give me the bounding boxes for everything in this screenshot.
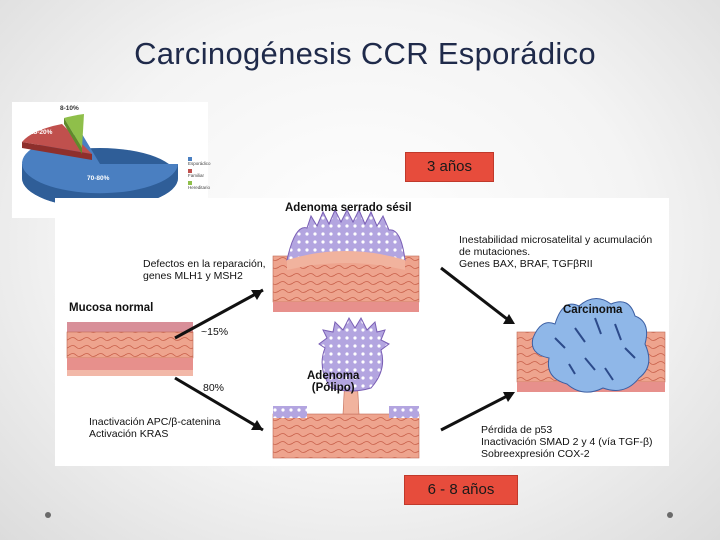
diagram-graphic (66, 208, 666, 459)
serrated-adenoma-illustration (272, 208, 420, 312)
slide-title: Carcinogénesis CCR Esporádico (134, 36, 596, 71)
pie-label-sporadic: 70-80% (87, 175, 110, 182)
label-repair-line2: genes MLH1 y MSH2 (143, 270, 243, 282)
label-repair-defects: Defectos en la reparación,genes MLH1 y M… (143, 258, 266, 282)
decorative-dot-left (45, 512, 51, 518)
carcinoma-illustration (516, 298, 666, 393)
adenoma-polyp-illustration (272, 316, 420, 459)
pie-label-familial: 15-20% (30, 129, 53, 136)
arrow-to-adenoma (174, 376, 264, 432)
label-adenoma-line2: (Pólipo) (311, 382, 355, 394)
pie-chart-graphic (22, 114, 179, 208)
label-instab-line2: de mutaciones. (459, 246, 531, 258)
arrow-serrated-to-carcinoma (440, 266, 512, 324)
legend-text: Esporádico (188, 161, 211, 166)
normal-mucosa-illustration (66, 322, 194, 376)
label-adenoma-line1: Adenoma (307, 370, 360, 382)
label-pct-adenoma: 80% (203, 382, 225, 394)
legend-hereditary: Hereditario (188, 180, 210, 190)
time-badge-bottom: 6 - 8 años (404, 475, 518, 505)
carcinogenesis-diagram: Mucosa normal Adenoma serrado sésil Aden… (55, 198, 669, 466)
legend-familial: Familiar (188, 168, 208, 178)
time-badge-top: 3 años (405, 152, 494, 182)
label-apc-line1: Inactivación APC/β-catenina (89, 416, 221, 428)
label-pct-serrated: ~15% (201, 326, 229, 338)
label-p53-line3: Sobreexpresión COX-2 (481, 448, 590, 460)
legend-text: Hereditario (188, 185, 211, 190)
label-apc-line2: Activación KRAS (89, 428, 169, 440)
pie-slice-hereditary (64, 114, 84, 148)
time-badge-top-text: 3 años (426, 158, 473, 175)
label-serrated-adenoma: Adenoma serrado sésil (285, 202, 412, 214)
pie-slice-familial (22, 124, 92, 154)
pie-chart: 70-80% 15-20% 8-10% Esporádico Familiar … (12, 102, 211, 218)
time-badge-bottom-text: 6 - 8 años (427, 481, 495, 498)
arrow-adenoma-to-carcinoma (440, 392, 512, 432)
legend-swatch (188, 168, 192, 173)
label-instab-line1: Inestabilidad microsatelital y acumulaci… (459, 234, 653, 246)
label-instability: Inestabilidad microsatelital y acumulaci… (459, 234, 652, 270)
label-adenoma: Adenoma(Pólipo) (307, 370, 359, 394)
legend-swatch (188, 180, 192, 185)
legend-swatch (188, 156, 192, 161)
arrow-to-serrated (174, 288, 264, 340)
arrows (174, 266, 515, 432)
label-p53-line2: Inactivación SMAD 2 y 4 (vía TGF-β) (481, 436, 653, 448)
label-normal-mucosa: Mucosa normal (69, 302, 154, 314)
label-carcinoma: Carcinoma (563, 304, 623, 316)
label-instab-line3: Genes BAX, BRAF, TGFβRII (459, 258, 593, 270)
label-p53-line1: Pérdida de p53 (481, 424, 553, 436)
legend-sporadic: Esporádico (188, 156, 211, 166)
decorative-dot-right (667, 512, 673, 518)
legend-text: Familiar (188, 173, 205, 178)
label-repair-line1: Defectos en la reparación, (143, 258, 266, 270)
pie-label-hereditary: 8-10% (60, 105, 79, 112)
